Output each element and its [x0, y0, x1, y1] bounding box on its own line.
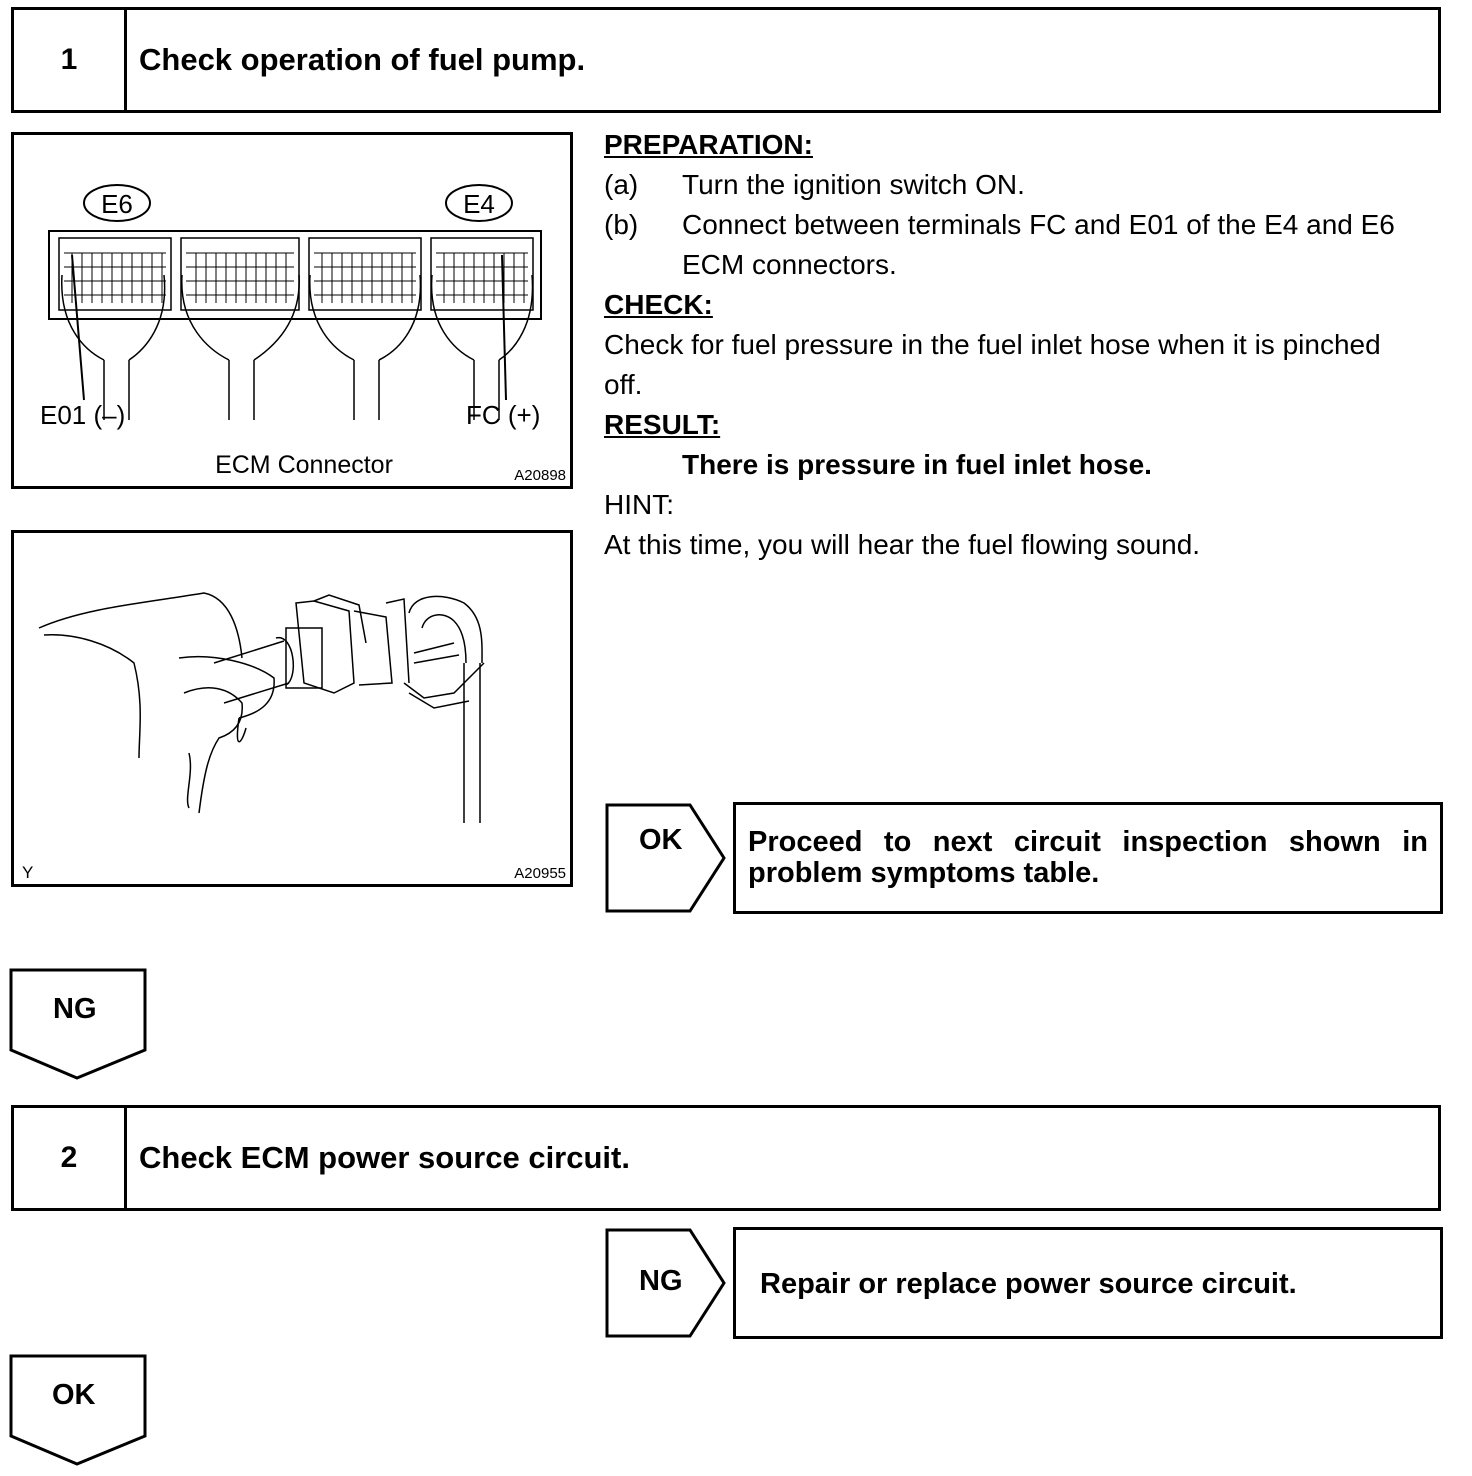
check-line1: Check for fuel pressure in the fuel inle…: [604, 329, 1381, 360]
result-header: RESULT:: [604, 409, 721, 440]
ok-tag-label: OK: [52, 1379, 96, 1411]
step-1-header: 1 Check operation of fuel pump.: [11, 7, 1441, 113]
ng-result-text: Repair or replace power source circuit.: [760, 1268, 1297, 1300]
step-number: 2: [14, 1108, 127, 1208]
step-b-letter: (b): [604, 209, 639, 240]
ecm-connector-illustration: E6 E4 E01 (–) FC (+) ECM Connector A2089…: [40, 184, 566, 484]
step-b-line2: ECM connectors.: [682, 249, 897, 280]
result-text: There is pressure in fuel inlet hose.: [682, 449, 1152, 480]
hose-pinch-illustration: Y A20955: [22, 592, 566, 882]
ng-tag-label: NG: [53, 993, 97, 1025]
ecm-connector-figure: E6 E4 E01 (–) FC (+) ECM Connector A2089…: [11, 132, 573, 489]
hint-text: At this time, you will hear the fuel flo…: [604, 529, 1201, 560]
e01-terminal-label: E01 (–): [40, 400, 125, 430]
ng-result-box: Repair or replace power source circuit.: [733, 1227, 1443, 1339]
step-b-line1: Connect between terminals FC and E01 of …: [682, 209, 1395, 240]
figure-corner-label: Y: [22, 863, 33, 882]
step-a-letter: (a): [604, 169, 639, 200]
figure-caption: ECM Connector: [215, 451, 393, 479]
step-2-header: 2 Check ECM power source circuit.: [11, 1105, 1441, 1211]
check-header: CHECK:: [604, 289, 713, 320]
ok-down-arrow: [9, 1354, 147, 1466]
hint-header: HINT:: [604, 489, 674, 520]
ng-arrow-tag: [605, 1228, 726, 1338]
step-number: 1: [14, 10, 127, 110]
figure-code: A20898: [514, 467, 566, 484]
ng-down-arrow: [9, 968, 147, 1080]
fc-terminal-label: FC (+): [466, 400, 540, 430]
ok-result-line2: problem symptoms table.: [748, 857, 1100, 889]
ok-result-box: Proceed to next circuit inspection shown…: [733, 802, 1443, 914]
ok-tag-label: OK: [639, 824, 683, 856]
fuel-hose-pinch-figure: Y A20955: [11, 530, 573, 887]
check-line2: off.: [604, 369, 643, 400]
step-a-text: Turn the ignition switch ON.: [682, 169, 1025, 200]
figure-code: A20955: [514, 865, 566, 882]
ok-arrow-tag: [605, 803, 726, 913]
e4-label: E4: [463, 189, 495, 219]
preparation-header: PREPARATION:: [604, 129, 813, 160]
e6-label: E6: [101, 189, 133, 219]
ng-tag-label: NG: [639, 1265, 683, 1297]
step-title: Check ECM power source circuit.: [139, 1140, 630, 1175]
step-title: Check operation of fuel pump.: [139, 42, 586, 77]
ok-result-line1: Proceed to next circuit inspection shown…: [748, 826, 1428, 858]
